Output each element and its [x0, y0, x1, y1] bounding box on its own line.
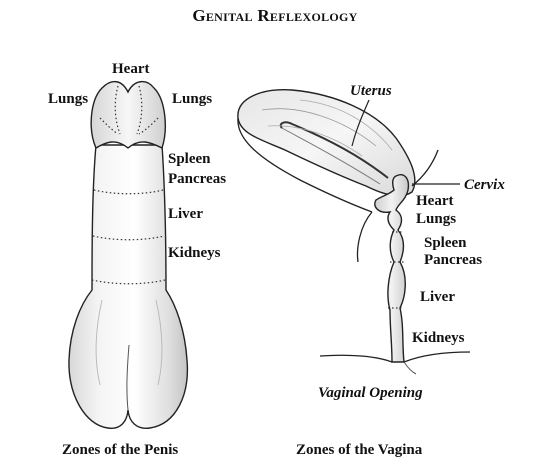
penis-illustration [68, 81, 189, 429]
penis-label-spleen: Spleen [168, 151, 211, 167]
vagina-label-heart: Heart [416, 193, 454, 209]
penis-label-heart: Heart [112, 61, 150, 77]
vagina-label-lungs: Lungs [416, 211, 457, 227]
vagina-label-cervix: Cervix [464, 177, 505, 193]
vagina-caption: Zones of the Vagina [296, 442, 423, 458]
penis-label-kidneys: Kidneys [168, 245, 221, 261]
penis-label-liver: Liver [168, 206, 203, 222]
vagina-label-kidneys: Kidneys [412, 330, 465, 346]
penis-label-lungs-left: Lungs [48, 91, 89, 107]
vagina-label-spleen: Spleen [424, 235, 467, 251]
penis-caption: Zones of the Penis [62, 442, 179, 458]
penis-glans [90, 81, 166, 150]
vagina-label-pancreas: Pancreas [424, 252, 483, 268]
vagina-label-liver: Liver [420, 289, 455, 305]
vagina-label-uterus: Uterus [350, 83, 392, 99]
penis-label-pancreas: Pancreas [168, 171, 227, 187]
vagina-illustration [237, 89, 471, 375]
vagina-label-vaginal-opening: Vaginal Opening [318, 385, 423, 401]
diagram-title: Genital Reflexology [192, 6, 358, 25]
penis-shaft [68, 144, 189, 429]
vaginal-canal [374, 174, 410, 363]
penis-label-lungs-right: Lungs [172, 91, 213, 107]
uterus-body [237, 89, 416, 197]
